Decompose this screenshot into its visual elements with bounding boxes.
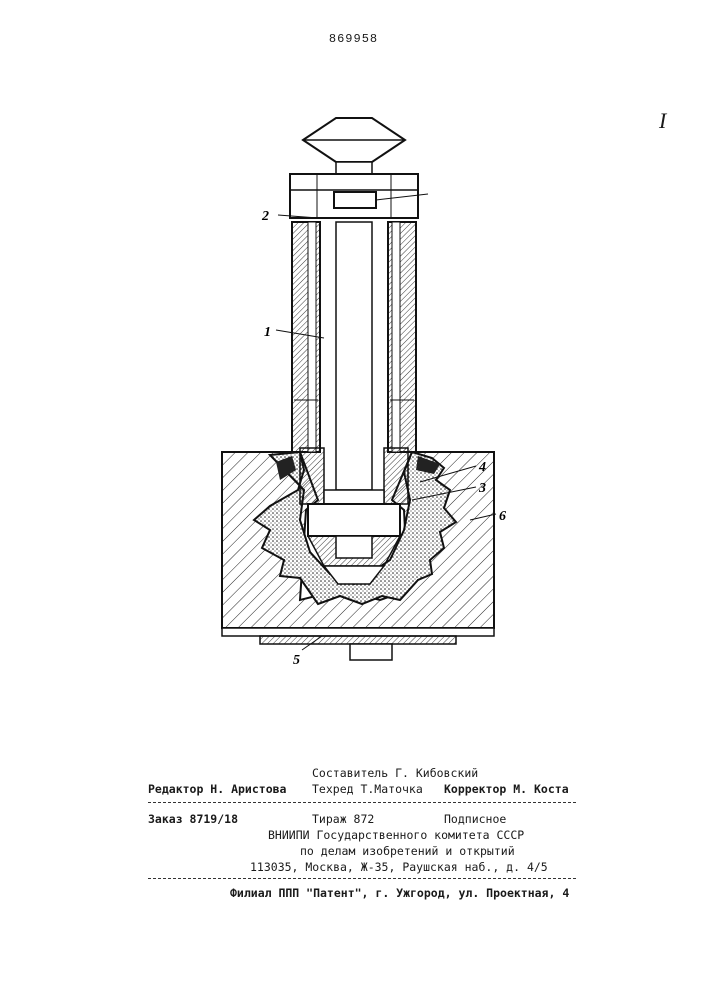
corrector-line: Корректор М. Коста bbox=[444, 782, 569, 796]
order-line: Заказ 8719/18 bbox=[148, 812, 238, 826]
collar bbox=[290, 174, 428, 218]
circulation-line: Тираж 872 bbox=[312, 812, 374, 826]
label-3: 3 bbox=[478, 481, 486, 496]
label-1: 1 bbox=[264, 325, 271, 340]
compiler-line: Составитель Г. Кибовский bbox=[312, 766, 478, 780]
org-line-1: ВНИИПИ Государственного комитета СССР bbox=[268, 828, 524, 842]
techred-line: Техред Т.Маточка bbox=[312, 782, 423, 796]
technical-drawing: 2 1 4 3 6 5 bbox=[0, 0, 707, 760]
branch-line: Филиал ППП "Патент", г. Ужгород, ул. Про… bbox=[230, 886, 569, 900]
divider-bottom bbox=[148, 878, 576, 879]
editor-line: Редактор Н. Аристова bbox=[148, 782, 286, 796]
label-6: 6 bbox=[499, 509, 506, 524]
label-5: 5 bbox=[293, 653, 300, 668]
label-2: 2 bbox=[261, 209, 269, 224]
address-line: 113035, Москва, Ж-35, Раушская наб., д. … bbox=[250, 860, 548, 874]
divider-top bbox=[148, 802, 576, 803]
bottom-plate bbox=[260, 636, 456, 660]
org-line-2: по делам изобретений и открытий bbox=[300, 844, 515, 858]
knob bbox=[303, 118, 405, 174]
label-4: 4 bbox=[478, 460, 486, 475]
subscription-line: Подписное bbox=[444, 812, 506, 826]
